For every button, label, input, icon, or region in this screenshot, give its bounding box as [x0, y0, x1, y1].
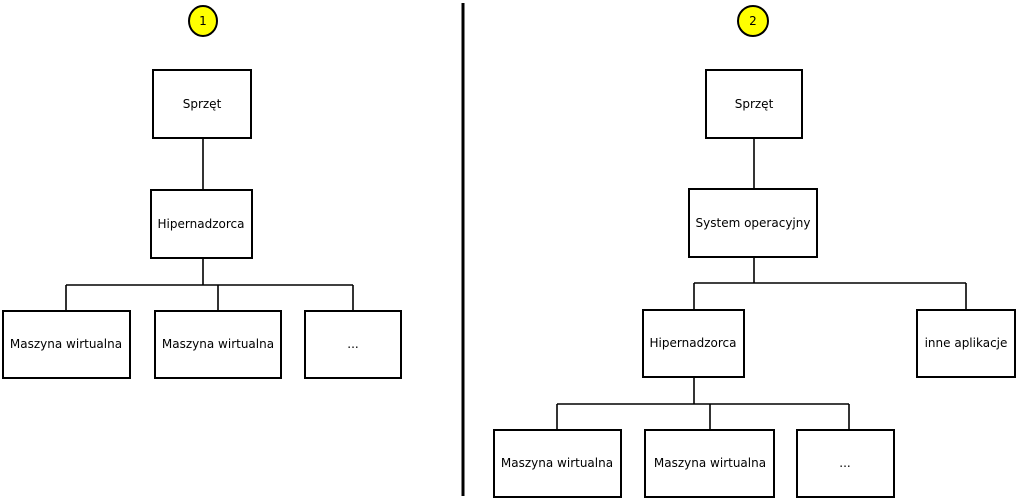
step-badge-2: 2 — [737, 5, 769, 37]
node-hardware: Sprzęt — [152, 69, 252, 139]
badge-label: 2 — [749, 14, 757, 28]
node-label: Maszyna wirtualna — [162, 337, 274, 351]
node-label: Sprzęt — [183, 97, 222, 111]
node-label: Sprzęt — [735, 97, 774, 111]
node-vm-2: Maszyna wirtualna — [154, 310, 282, 379]
node-more: ... — [796, 429, 895, 498]
node-label: ... — [839, 456, 850, 470]
node-label: System operacyjny — [696, 216, 811, 230]
diagram-left: 1 Sprzęt Hipernadzorca Maszyna wirtualna… — [2, 5, 402, 379]
diagram-right: 2 Sprzęt System operacyjny Hipernadzorca… — [493, 5, 1016, 498]
node-vm-1: Maszyna wirtualna — [2, 310, 131, 379]
node-more: ... — [304, 310, 402, 379]
node-vm-2: Maszyna wirtualna — [644, 429, 775, 498]
node-label: Maszyna wirtualna — [10, 337, 122, 351]
node-label: Hipernadzorca — [158, 217, 245, 231]
node-label: Maszyna wirtualna — [501, 456, 613, 470]
node-hypervisor: Hipernadzorca — [642, 309, 745, 378]
left-connectors — [65, 138, 354, 311]
node-vm-1: Maszyna wirtualna — [493, 429, 622, 498]
right-connectors — [556, 138, 967, 430]
node-os: System operacyjny — [688, 188, 818, 258]
node-label: Maszyna wirtualna — [654, 456, 766, 470]
node-hardware: Sprzęt — [705, 69, 803, 139]
badge-label: 1 — [199, 14, 207, 28]
node-other-apps: inne aplikacje — [916, 309, 1016, 378]
node-label: inne aplikacje — [925, 336, 1008, 350]
node-label: ... — [347, 337, 358, 351]
step-badge-1: 1 — [188, 5, 218, 37]
node-label: Hipernadzorca — [650, 336, 737, 350]
node-hypervisor: Hipernadzorca — [150, 189, 253, 259]
